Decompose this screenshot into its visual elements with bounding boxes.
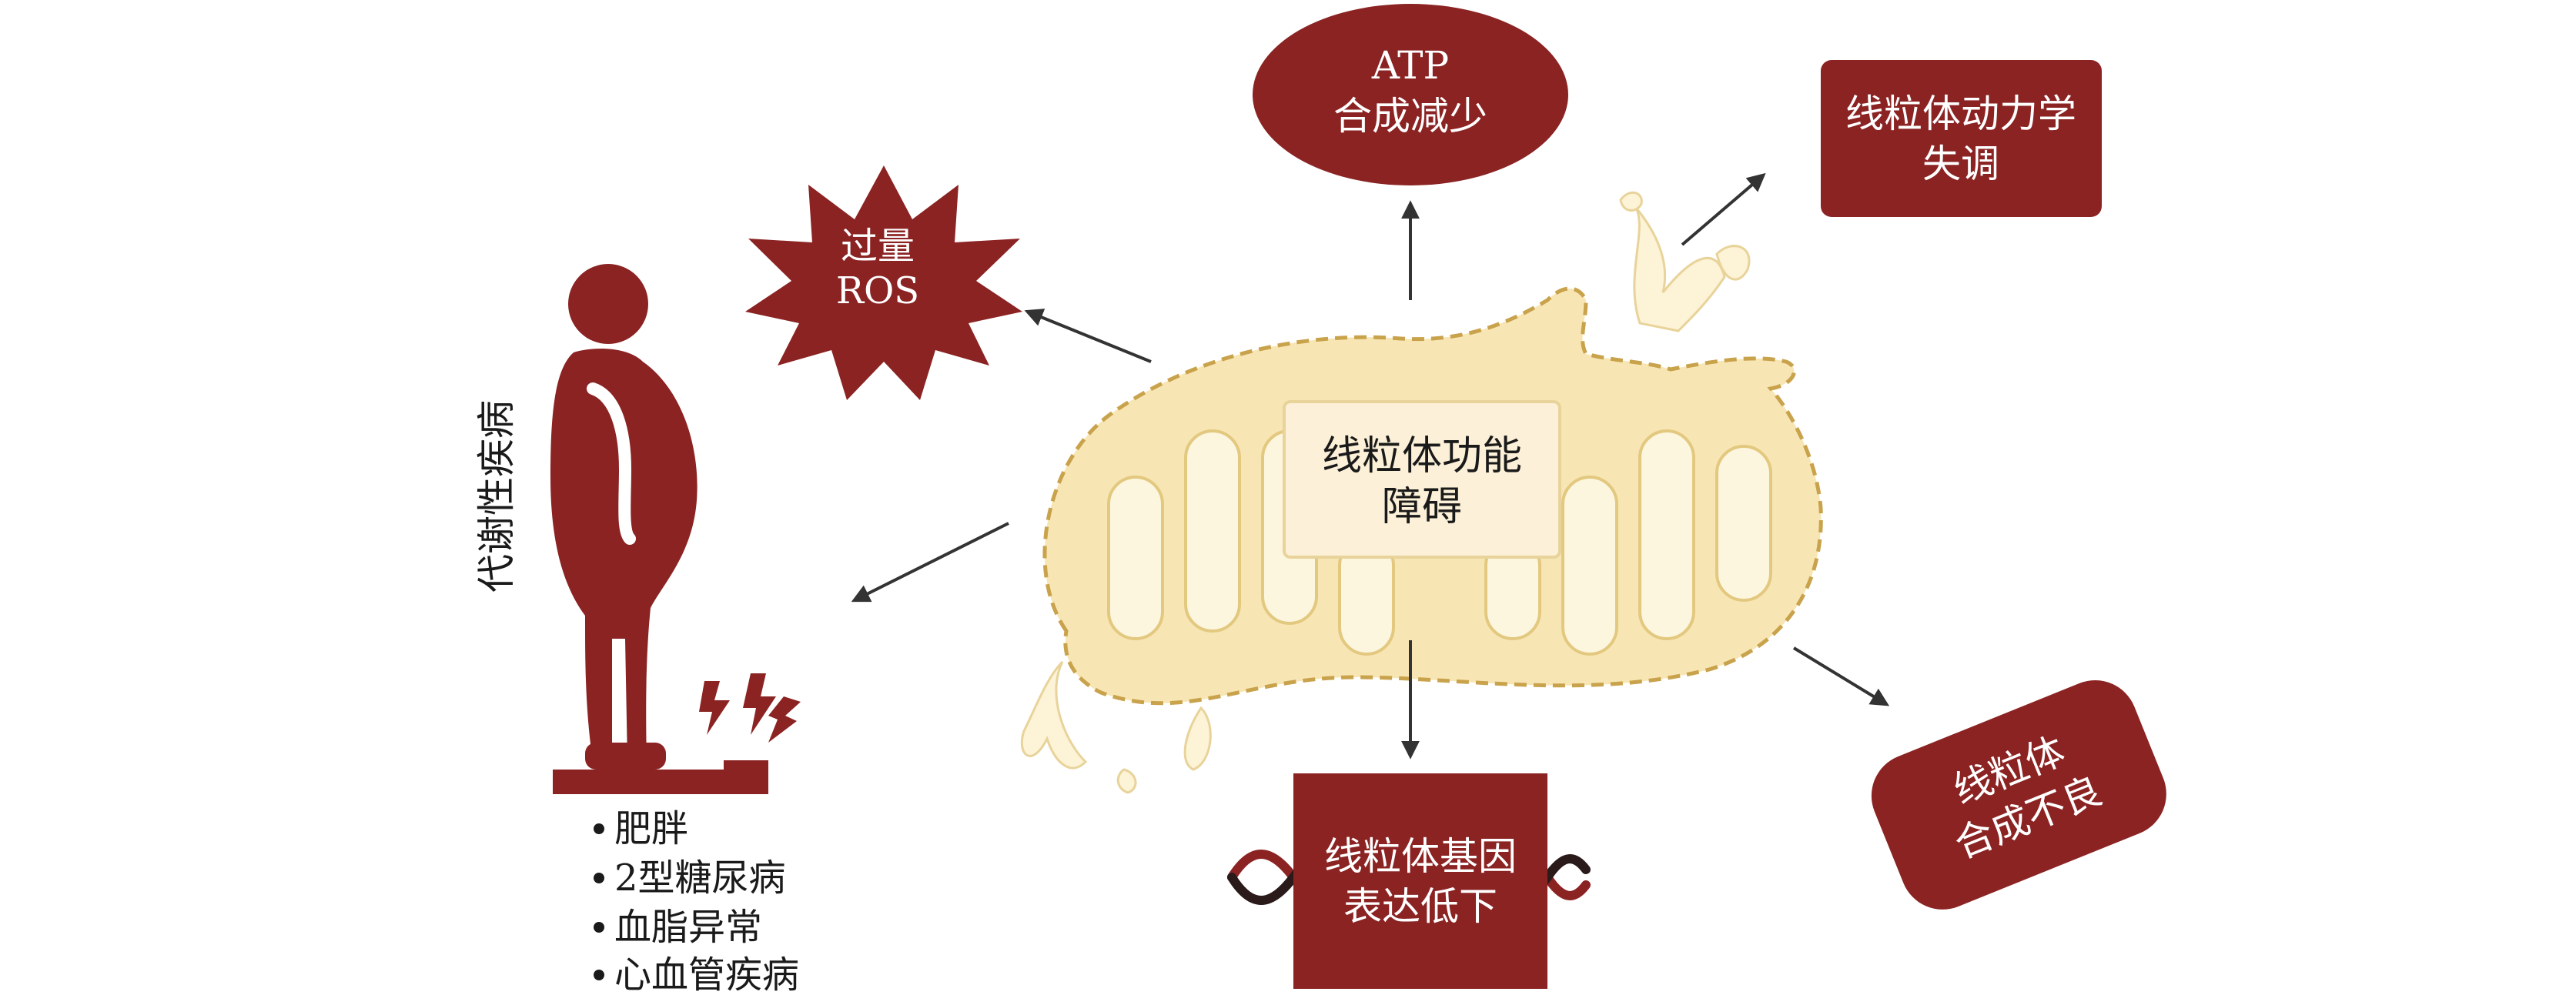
gene-line1: 线粒体基因	[1324, 834, 1517, 879]
ros-line1: 过量	[841, 225, 915, 268]
human-figure-icon	[550, 264, 698, 770]
ros-outcome: 过量 ROS	[745, 165, 1022, 400]
mitochondrion-illustration: 线粒体功能 障碍	[1020, 192, 1823, 794]
disease-item-2: 2型糖尿病	[614, 856, 786, 900]
arrow-to-disease	[851, 522, 1009, 603]
scale-icon	[553, 760, 768, 794]
center-label-line2: 障碍	[1382, 484, 1462, 530]
gene-outcome: 线粒体基因 表达低下	[1227, 773, 1591, 989]
dynamics-line1: 线粒体动力学	[1845, 92, 2076, 136]
ros-line2: ROS	[836, 269, 919, 312]
lightning-icon	[699, 673, 801, 743]
atp-line2: 合成减少	[1333, 94, 1487, 139]
disease-item-1: 肥胖	[614, 807, 688, 850]
dynamics-line2: 失调	[1922, 142, 1999, 186]
arrows	[851, 172, 1890, 760]
starburst-icon	[745, 165, 1022, 400]
atp-line1: ATP	[1371, 43, 1449, 88]
arrow-to-dynamics	[1681, 172, 1766, 246]
center-label-box	[1283, 400, 1561, 559]
gene-line2: 表达低下	[1343, 884, 1497, 929]
disease-item-3: 血脂异常	[614, 906, 762, 949]
disease-item-4: 心血管疾病	[614, 953, 799, 995]
disease-list: 肥胖 2型糖尿病 血脂异常 心血管疾病	[594, 807, 799, 995]
biogenesis-outcome: 线粒体 合成不良	[1871, 679, 2166, 910]
disease-title: 代谢性疾病	[474, 400, 519, 593]
arrow-to-biogenesis	[1792, 646, 1890, 706]
arrow-to-ros	[1024, 309, 1152, 363]
dynamics-outcome: 线粒体动力学 失调	[1821, 60, 2102, 217]
center-label-line1: 线粒体功能	[1322, 433, 1522, 479]
atp-outcome: ATP 合成减少	[1253, 4, 1568, 185]
